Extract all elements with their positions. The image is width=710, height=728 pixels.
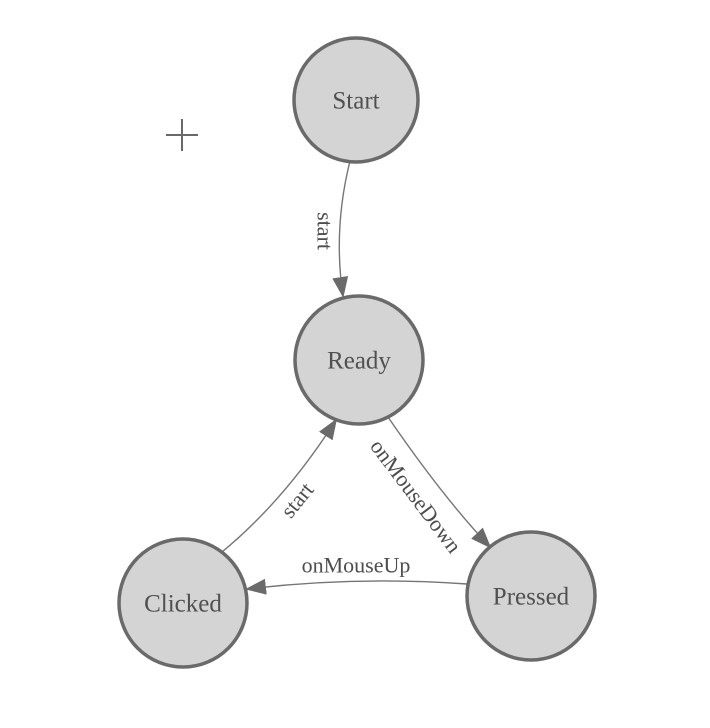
node-circle [293,294,425,426]
node-circle [117,537,249,669]
edge-label-pressed-to-clicked: onMouseUp [302,553,411,578]
edge-label-clicked-to-ready: start [275,477,318,522]
node-circle [292,36,420,164]
state-node-start[interactable]: Start [292,36,420,164]
state-node-clicked[interactable]: Clicked [117,537,249,669]
node-label: Start [332,88,379,115]
node-label: Pressed [493,584,570,611]
state-node-ready[interactable]: Ready [293,294,425,426]
node-circle [465,530,597,662]
node-label: Clicked [144,591,222,618]
edge-clicked-to-ready[interactable] [221,418,338,553]
edge-ready-to-pressed[interactable] [387,416,492,549]
nodes-layer: Start Ready Clicked Pressed [117,36,597,669]
edge-start-to-ready[interactable] [332,160,351,298]
edge-label-ready-to-pressed: onMouseDown [365,434,467,557]
edge-label-start-to-ready: start [313,212,338,250]
edge-pressed-to-clicked[interactable] [245,578,468,595]
node-label: Ready [327,348,391,375]
origin-crosshair-icon [166,119,198,151]
state-node-pressed[interactable]: Pressed [465,530,597,662]
